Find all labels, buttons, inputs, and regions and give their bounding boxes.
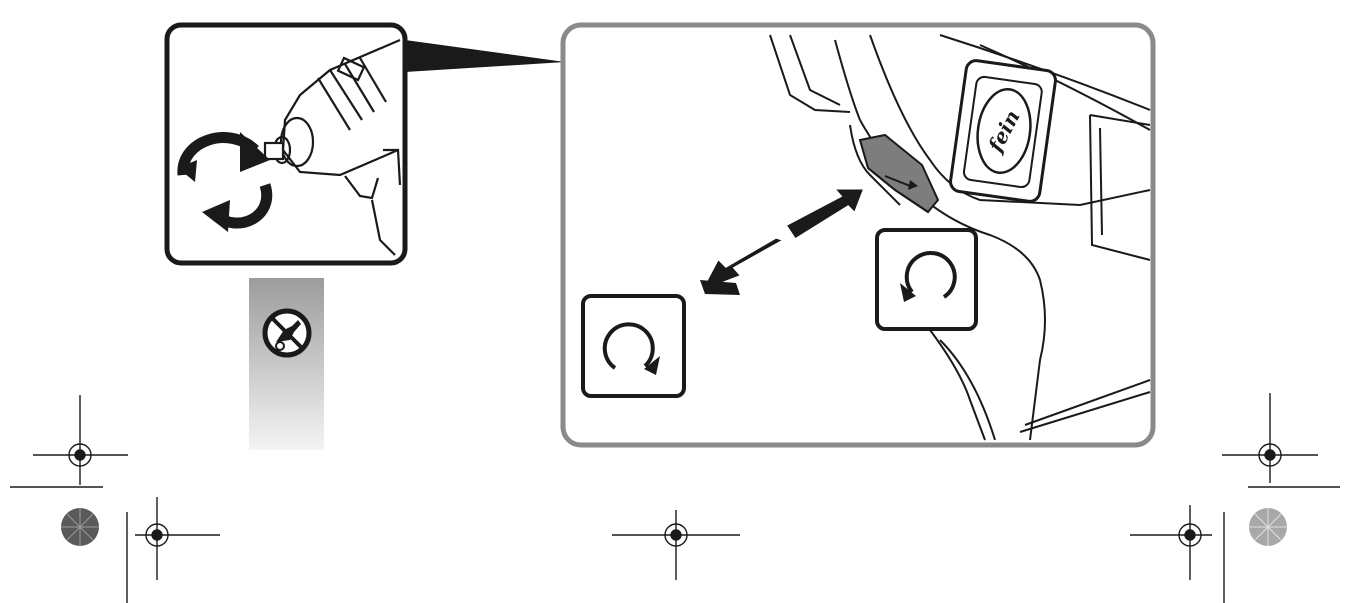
tool-overview-panel [164, 22, 408, 266]
registration-mark-right-lower [1130, 505, 1212, 580]
fein-logo-badge: fein [949, 59, 1057, 203]
section-tab [249, 278, 324, 450]
registration-mark-center [612, 510, 740, 580]
counterclockwise-rotation-icon [875, 228, 978, 331]
impact-driver-head [263, 38, 402, 256]
no-hammer-prohibited-icon [262, 308, 312, 358]
registration-mark-left-lower [135, 497, 220, 580]
rotate-both-directions-icon [177, 132, 273, 232]
callout-connector [405, 40, 565, 72]
switch-detail-panel: fein [560, 22, 1156, 448]
registration-mark-right-upper [1222, 393, 1318, 483]
arrow-right-icon [782, 186, 868, 243]
direction-switch [858, 133, 940, 214]
clockwise-rotation-icon [581, 294, 686, 398]
color-target-light [1249, 508, 1287, 546]
registration-mark-left-upper [33, 395, 128, 485]
color-target-dark [61, 508, 99, 546]
arrow-left-icon [696, 235, 789, 295]
